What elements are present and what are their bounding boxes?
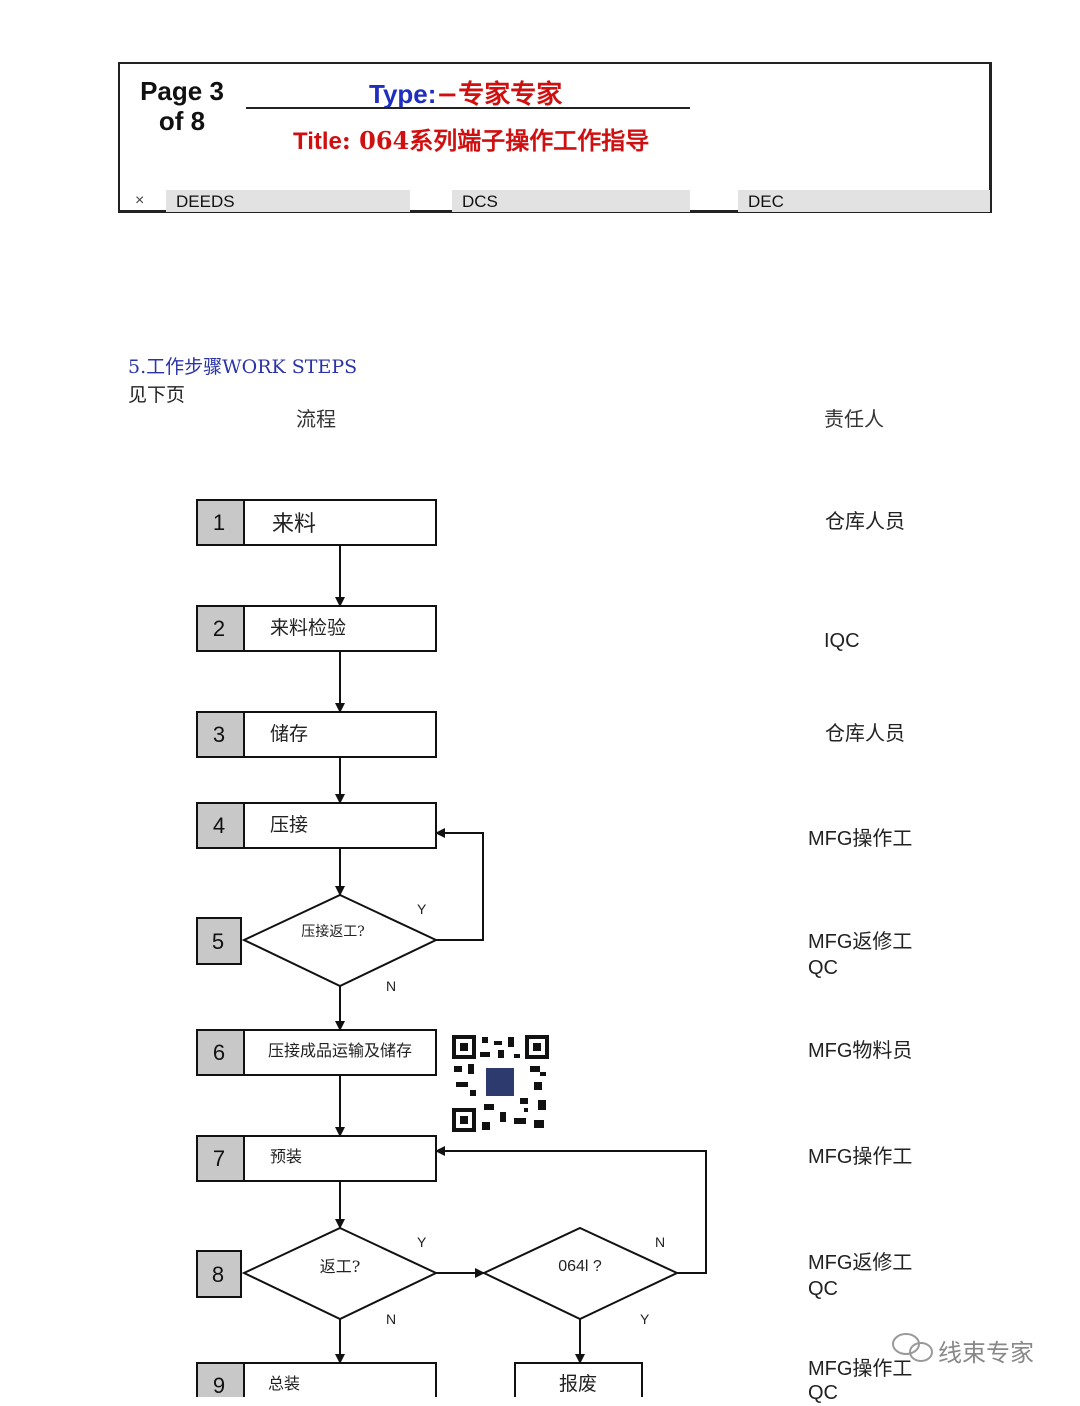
title-label: Title	[293, 128, 342, 155]
step-num-1: 1	[213, 510, 225, 535]
header-divider	[246, 107, 690, 109]
resp-6: MFG物料员	[808, 1040, 913, 1062]
resp-7: MFG操作工	[808, 1146, 913, 1168]
branch-y-8: Y	[417, 1234, 427, 1250]
resp-9a: MFG操作工	[808, 1358, 913, 1380]
decision-label-064: 064l ?	[558, 1258, 602, 1275]
decision-label-5: 压接返工?	[301, 923, 365, 940]
tag-dcs: DCS	[452, 190, 690, 212]
branch-n-8: N	[386, 1311, 396, 1327]
scrap-label: 报废	[559, 1373, 597, 1395]
branch-n-064: N	[655, 1234, 665, 1250]
step-num-2: 2	[213, 616, 225, 641]
page-indicator: Page 3 of 8	[138, 76, 226, 136]
step-num-3: 3	[213, 722, 225, 747]
step-num-8: 8	[212, 1262, 224, 1287]
watermark: 线束专家	[938, 1340, 1034, 1367]
step-num-7: 7	[213, 1146, 225, 1171]
section-heading: 5.工作步骤WORK STEPS	[128, 356, 358, 378]
resp-8b: QC	[808, 1278, 838, 1300]
column-flow: 流程	[296, 407, 336, 431]
resp-4: MFG操作工	[808, 828, 913, 850]
resp-3: 仓库人员	[825, 721, 905, 745]
step-num-9: 9	[213, 1373, 225, 1397]
step-label-4: 压接	[270, 814, 308, 836]
step-label-9: 总装	[268, 1374, 300, 1393]
resp-9b: QC	[808, 1382, 838, 1404]
wechat-icon	[892, 1333, 933, 1362]
branch-n-5: N	[386, 978, 396, 994]
resp-8a: MFG返修工	[808, 1252, 913, 1274]
step-label-3: 储存	[270, 723, 308, 745]
close-icon: ×	[135, 192, 145, 209]
tag-deeds: DEEDS	[166, 190, 410, 212]
page-number: Page 3	[140, 76, 224, 106]
decision-label-8: 返工?	[320, 1257, 361, 1276]
resp-5b: QC	[808, 957, 838, 979]
doc-title: Title: 064系列端子操作工作指导	[293, 121, 649, 156]
branch-y-5: Y	[417, 901, 427, 917]
step-label-7: 预装	[270, 1147, 302, 1166]
step-label-1: 来料	[272, 512, 316, 537]
see-next-page: 见下页	[128, 384, 186, 406]
doc-type: Type:−专家专家	[369, 74, 562, 111]
type-value: −专家专家	[436, 80, 563, 110]
type-label: Type:	[369, 79, 437, 109]
decision-5	[241, 893, 439, 988]
step-label-6: 压接成品运输及储存	[268, 1041, 412, 1060]
branch-y-064: Y	[640, 1311, 650, 1327]
page-total: of 8	[158, 106, 206, 136]
resp-2: IQC	[824, 630, 860, 652]
step-num-6: 6	[213, 1040, 225, 1065]
resp-5a: MFG返修工	[808, 931, 913, 953]
step-num-4: 4	[213, 813, 225, 838]
step-num-5: 5	[212, 929, 224, 954]
resp-1: 仓库人员	[825, 509, 905, 533]
title-value: : 064系列端子操作工作指导	[341, 126, 650, 155]
tag-dec: DEC	[738, 190, 990, 212]
step-label-2: 来料检验	[270, 617, 346, 639]
qr-code	[452, 1035, 549, 1132]
column-responsible: 责任人	[824, 407, 884, 431]
